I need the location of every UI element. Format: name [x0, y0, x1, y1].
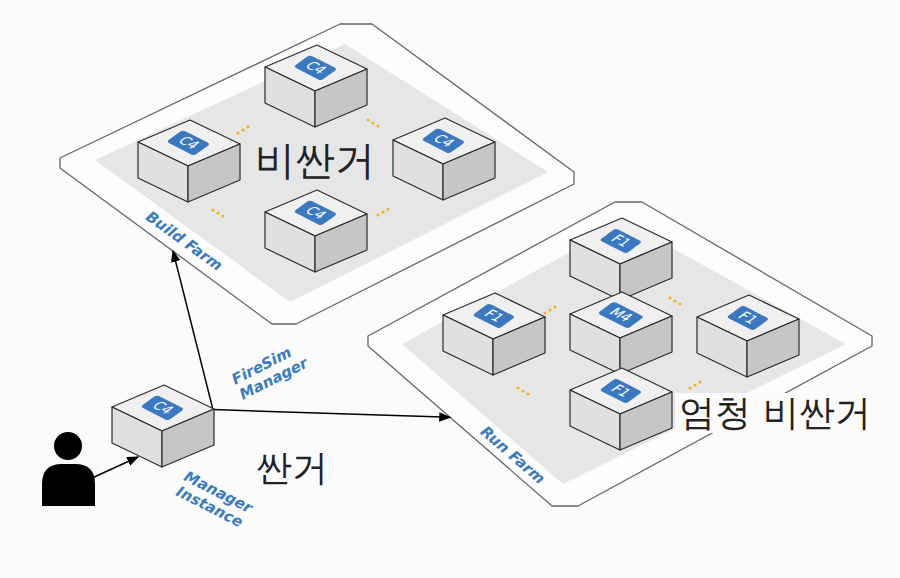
cube-left — [265, 67, 315, 127]
instance-cube: C4Manager Instance — [112, 385, 214, 467]
cost-note: 비싼거 — [255, 138, 375, 182]
cube-left — [393, 140, 443, 200]
cube-left — [570, 314, 620, 374]
user-arrow — [92, 457, 138, 478]
instance-cube: M4 — [570, 292, 672, 374]
platform-floor — [95, 44, 548, 302]
user-icon — [42, 432, 95, 506]
instance-cube: C4 — [393, 118, 495, 200]
instance-cube: C4 — [138, 120, 240, 202]
cost-note: 싼거 — [256, 448, 328, 488]
connector-arrow — [213, 410, 450, 418]
instance-label: Manager Instance — [174, 468, 258, 533]
user-head — [54, 432, 82, 460]
instance-cube: C4 — [265, 45, 367, 127]
cube-left — [443, 315, 493, 375]
cube-left — [112, 407, 162, 467]
platform-outline — [368, 202, 872, 506]
user-body — [42, 464, 95, 506]
instance-cube: F1 — [443, 293, 545, 375]
cost-note: 엄청 비싼거 — [675, 393, 874, 433]
farm-platform: F1F1M4F1F1Run Farm — [364, 198, 876, 510]
cube-left — [570, 240, 620, 300]
cube-left — [265, 212, 315, 272]
cube-left — [697, 317, 747, 377]
instance-cube: C4 — [265, 190, 367, 272]
role-label: FireSim Manager — [229, 334, 321, 402]
instance-cube: F1 — [697, 295, 799, 377]
instance-cube: F1 — [570, 368, 672, 450]
cube-left — [138, 142, 188, 202]
instance-cube: F1 — [570, 218, 672, 300]
cube-left — [570, 390, 620, 450]
